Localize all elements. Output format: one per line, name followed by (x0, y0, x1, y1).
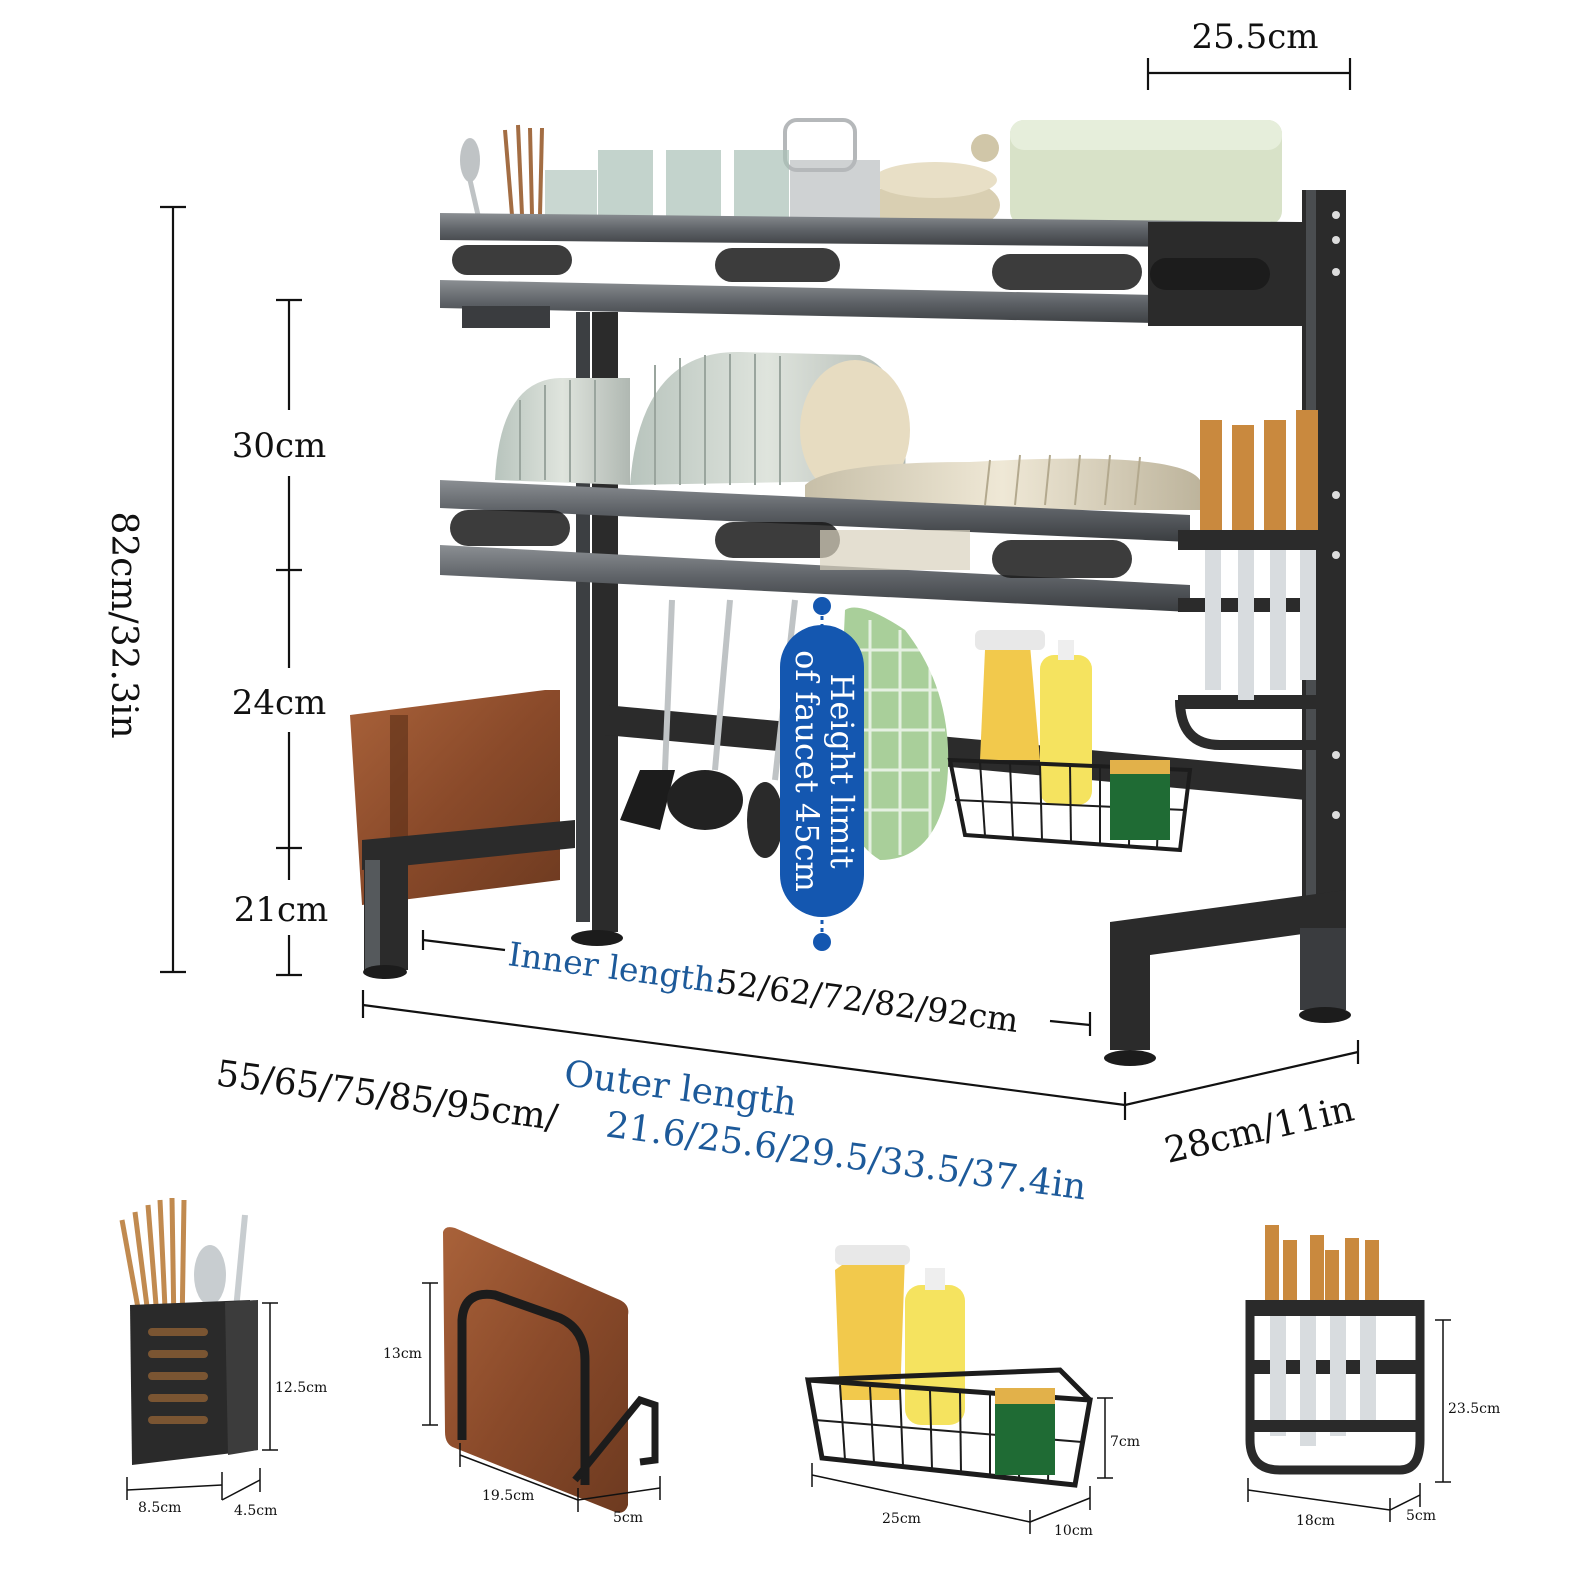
utensil-width-label: 8.5cm (138, 1500, 181, 1516)
rack-knife-holder (1175, 410, 1343, 750)
rack-sponge-basket (947, 630, 1193, 853)
faucet-height-badge (780, 597, 864, 951)
inner-length-label: Inner length: (506, 934, 729, 1001)
dish-rack (350, 118, 1351, 1066)
inner-length: Inner length: 52/62/72/82/92cm (506, 934, 1021, 1040)
accessory-utensil-holder (119, 1197, 258, 1465)
board-depth-label: 5cm (613, 1510, 643, 1526)
rack-cutting-board (350, 690, 575, 979)
faucet-line2: of faucet 45cm (788, 650, 826, 892)
utensil-height-label: 12.5cm (275, 1380, 327, 1396)
tier-lower-label: 21cm (234, 890, 329, 930)
knife-depth-label: 5cm (1406, 1508, 1436, 1524)
right-foot (1110, 890, 1346, 1050)
basket-width-label: 25cm (882, 1511, 921, 1527)
faucet-text: Height limit of faucet 45cm (788, 650, 861, 892)
knife-width-label: 18cm (1296, 1513, 1335, 1529)
middle-shelf (440, 480, 1190, 612)
knife-height-label: 23.5cm (1448, 1401, 1500, 1417)
tier-middle-label: 24cm (232, 683, 327, 723)
tier-upper-label: 30cm (232, 426, 327, 466)
outer-length-cm: 55/65/75/85/95cm/ (214, 1053, 561, 1139)
basket-height-label: 7cm (1110, 1434, 1140, 1450)
plates (495, 351, 1200, 510)
frame-bolts (1332, 211, 1340, 819)
total-height-label: 82cm/32.3in (103, 511, 144, 738)
accessory-dimension-lines (126, 1282, 1451, 1534)
faucet-line1: Height limit (823, 673, 861, 868)
accessory-sponge-basket (804, 1245, 1093, 1488)
hanging-utensils (620, 599, 949, 860)
board-width-label: 19.5cm (482, 1488, 534, 1504)
inner-length-values: 52/62/72/82/92cm (714, 962, 1021, 1040)
utensil-depth-label: 4.5cm (234, 1503, 277, 1519)
top-shelf-items (460, 118, 1282, 235)
top-shelf (440, 213, 1302, 328)
basket-depth-label: 10cm (1054, 1523, 1093, 1539)
depth-label: 28cm/11in (1161, 1088, 1358, 1171)
top-depth-label: 25.5cm (1192, 17, 1319, 57)
outer-length-in: 21.6/25.6/29.5/33.5/37.4in (603, 1105, 1088, 1209)
dimension-lines (160, 58, 1360, 1120)
accessory-cutting-board (443, 1227, 659, 1513)
accessory-knife-holder (1245, 1225, 1425, 1475)
board-height-label: 13cm (383, 1346, 422, 1362)
